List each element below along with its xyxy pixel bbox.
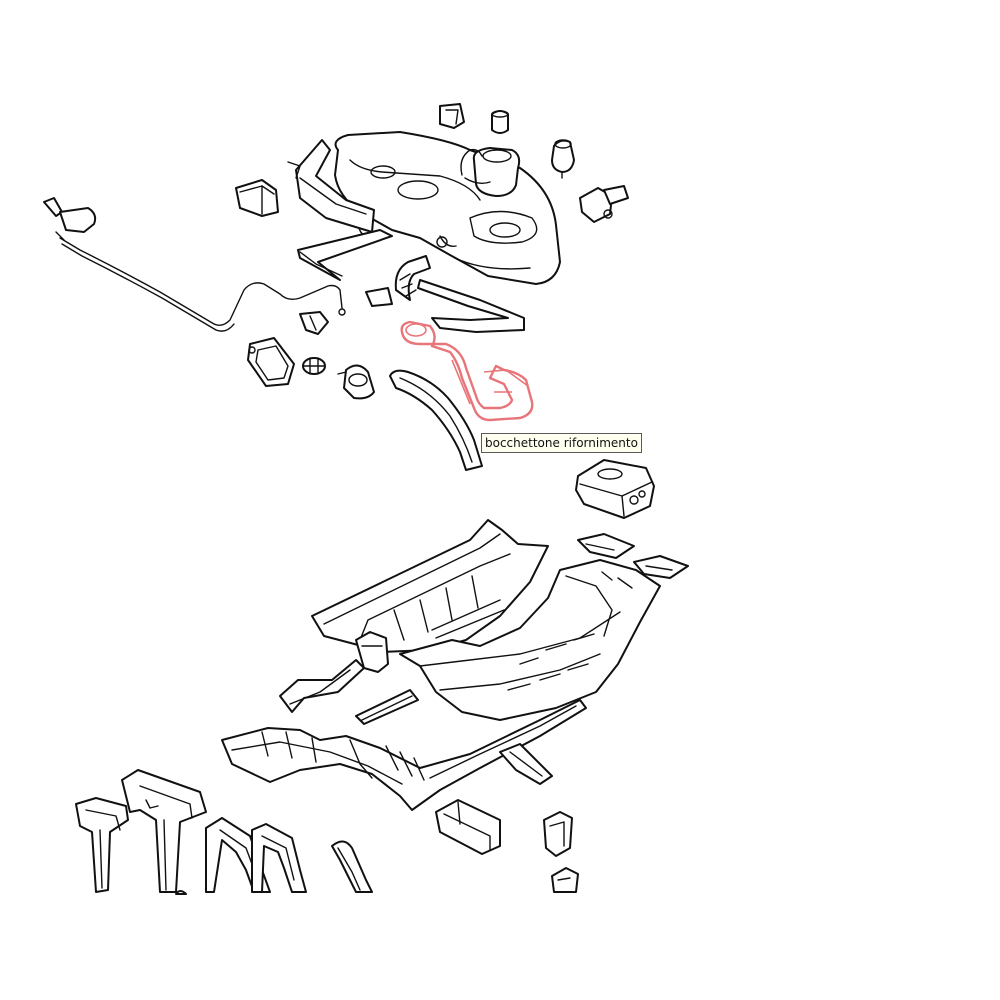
tank-support-bracket[interactable]: [287, 139, 375, 233]
pillar-clip[interactable]: [175, 890, 187, 895]
floor-crossmember[interactable]: [499, 743, 553, 785]
relay-connector[interactable]: [235, 179, 279, 217]
filler-hose[interactable]: [394, 255, 431, 301]
filter-cartridge[interactable]: [491, 110, 509, 134]
fuel-cap[interactable]: [302, 357, 326, 375]
rear-bracket-upper[interactable]: [543, 811, 573, 857]
b-pillar-left[interactable]: [75, 797, 129, 893]
c-pillar-outer[interactable]: [251, 823, 307, 893]
hose-bracket[interactable]: [365, 287, 393, 307]
tunnel-brace[interactable]: [355, 689, 419, 725]
cable-clip[interactable]: [299, 311, 329, 335]
filler-housing-panel[interactable]: [389, 369, 483, 471]
fuel-filter[interactable]: [551, 139, 575, 179]
filler-neck[interactable]: [400, 320, 534, 422]
rear-bracket-lower[interactable]: [551, 867, 579, 893]
rear-floor-pan[interactable]: [311, 519, 549, 653]
seat-bracket[interactable]: [435, 799, 501, 855]
tank-strap-left[interactable]: [297, 229, 393, 281]
rear-pillar-reinforcement[interactable]: [331, 840, 373, 893]
vent-valve-cap[interactable]: [439, 103, 465, 129]
fuel-door[interactable]: [247, 337, 295, 387]
fuel-door-housing[interactable]: [337, 364, 375, 400]
tank-strap-right[interactable]: [417, 279, 525, 333]
fuel-pump-module[interactable]: [460, 147, 521, 197]
fuel-door-release-cable[interactable]: [43, 197, 346, 332]
crossmember-rear[interactable]: [577, 533, 689, 579]
part-tooltip: bocchettone rifornimento: [481, 433, 642, 453]
charcoal-canister[interactable]: [575, 459, 655, 519]
pressure-sensor[interactable]: [579, 185, 629, 223]
rear-rail-bar[interactable]: [279, 659, 365, 713]
front-floor-frame[interactable]: [221, 699, 587, 811]
b-pillar-inner[interactable]: [121, 769, 207, 893]
central-floor-pan[interactable]: [399, 559, 661, 721]
